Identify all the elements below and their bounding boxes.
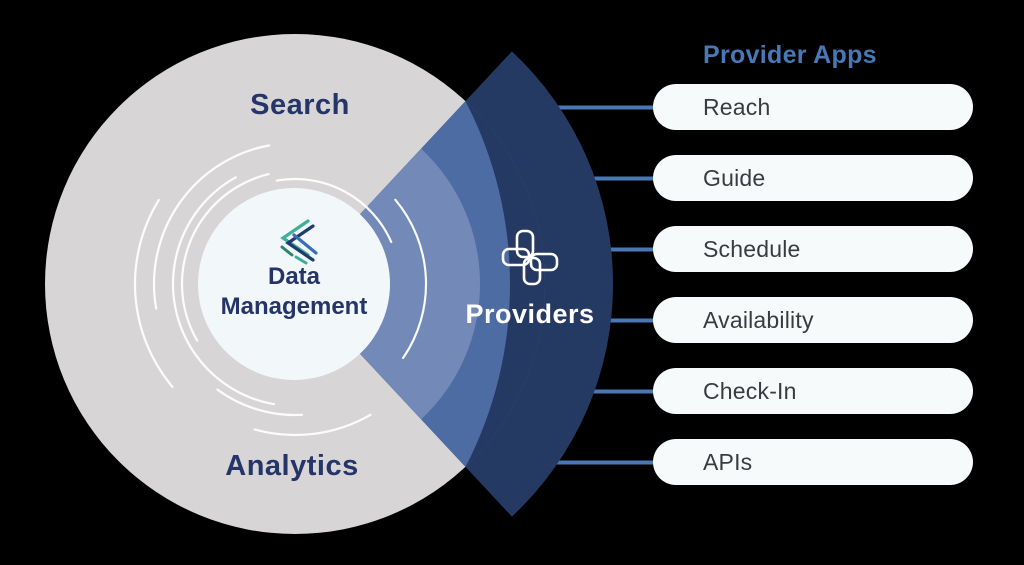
- app-pill-check-in: Check-In: [653, 368, 973, 414]
- app-pill-label: Schedule: [703, 236, 801, 262]
- providers-cross-icon: [501, 229, 559, 286]
- app-pill-label: APIs: [703, 449, 753, 475]
- decorative-arcs: [133, 122, 457, 446]
- data-management-line1: Data: [267, 263, 321, 290]
- app-pill-label: Guide: [703, 165, 766, 191]
- app-pill-guide: Guide: [653, 155, 973, 201]
- provider-apps-title: Provider Apps: [703, 41, 877, 69]
- app-pill-reach: Reach: [653, 84, 973, 130]
- app-pill-availability: Availability: [653, 297, 973, 343]
- providers-wedge-label: Providers: [465, 299, 595, 329]
- app-pill-label: Reach: [703, 94, 771, 120]
- app-pill-label: Check-In: [703, 378, 797, 404]
- analytics-segment-label: Analytics: [225, 450, 359, 482]
- k-logo-icon: [280, 219, 318, 265]
- data-management-line2: Management: [220, 293, 368, 320]
- data-management-label: Data Management: [194, 262, 394, 322]
- app-pill-schedule: Schedule: [653, 226, 973, 272]
- providers-wedge-inner-crescent: [465, 101, 546, 467]
- app-pill-label: Availability: [703, 307, 814, 333]
- search-segment-label: Search: [250, 89, 350, 121]
- app-pill-apis: APIs: [653, 439, 973, 485]
- center-circle: [198, 188, 390, 380]
